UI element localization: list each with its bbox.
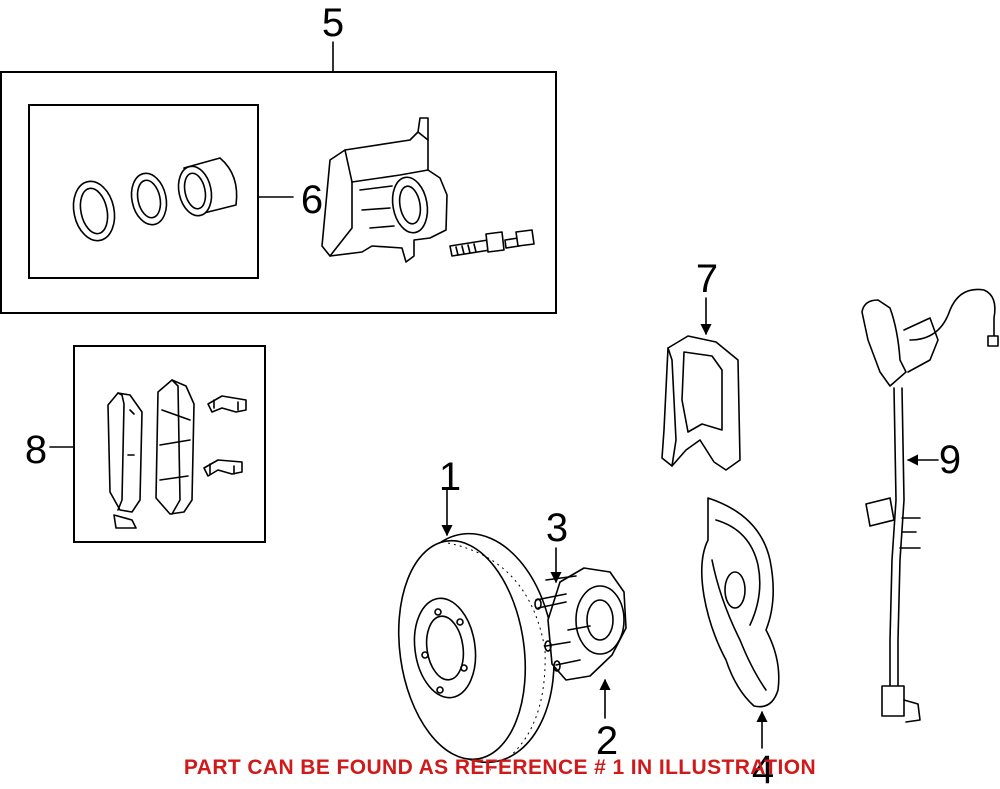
dust-boot-part	[130, 172, 168, 226]
callout-3: 3	[546, 506, 568, 550]
caliper-piston-part	[177, 157, 238, 217]
seal-ring-part	[72, 180, 116, 242]
callout-1: 1	[439, 455, 461, 499]
wear-sensor-part	[861, 288, 999, 723]
caliper-bracket-part	[661, 297, 741, 471]
callout-5: 5	[322, 1, 344, 45]
callout-8: 8	[25, 428, 47, 472]
caliper-assembly-box	[0, 41, 557, 314]
brake-pad-set-box	[49, 345, 266, 543]
brake-pad-outer-part	[107, 392, 143, 529]
callout-9: 9	[939, 438, 961, 482]
reference-caption: PART CAN BE FOUND AS REFERENCE # 1 IN IL…	[183, 756, 817, 779]
caliper-housing-part	[321, 117, 448, 263]
callout-4: 4	[752, 748, 774, 789]
callout-2: 2	[596, 719, 618, 763]
pad-clips-part	[203, 395, 247, 477]
dust-shield-part	[700, 497, 780, 749]
guide-pin-bolts-part	[449, 229, 535, 257]
callout-7: 7	[696, 257, 718, 301]
piston-seal-kit-box	[28, 104, 294, 279]
callout-6: 6	[301, 178, 323, 222]
brake-pad-inner-part	[155, 379, 195, 515]
wheel-hub-part	[534, 547, 627, 719]
brake-rotor-part	[397, 489, 555, 771]
